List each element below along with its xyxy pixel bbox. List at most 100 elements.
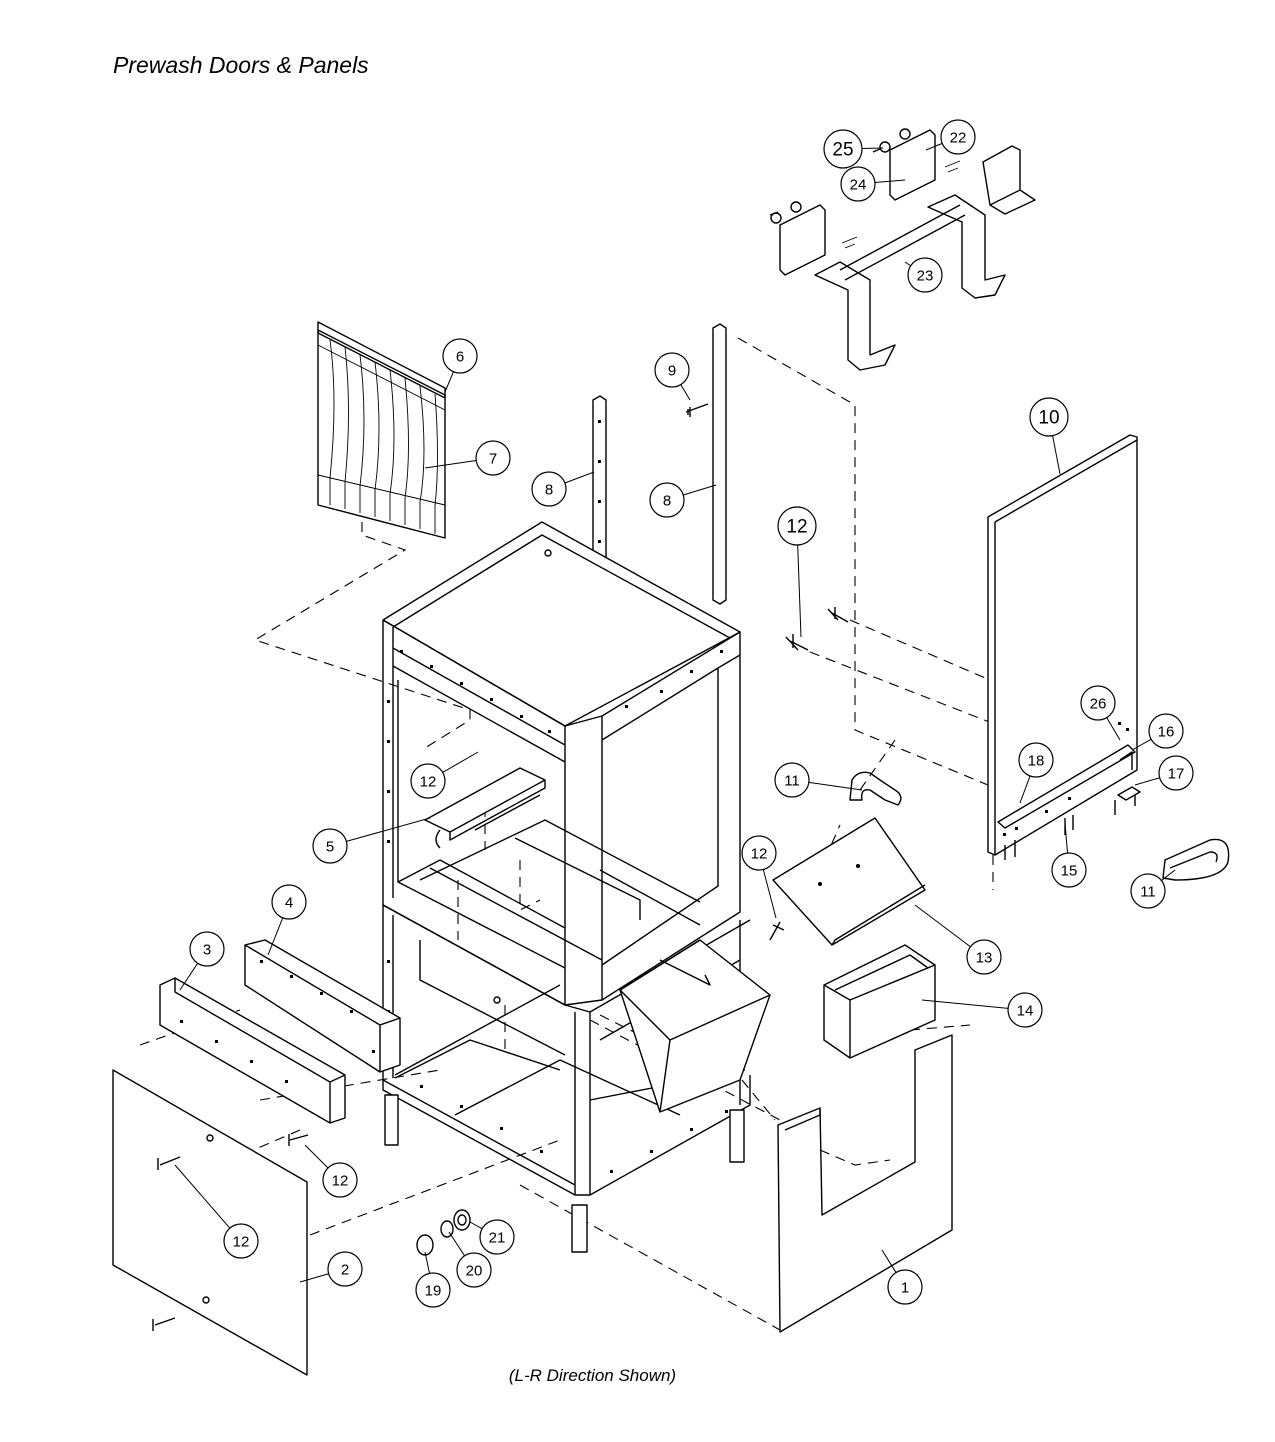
callout-4: 4 [267, 884, 307, 956]
plate-part-13 [772, 817, 926, 946]
callout-19: 19 [415, 1251, 451, 1308]
callout-number: 6 [456, 349, 464, 366]
panel-part-4 [244, 939, 401, 1073]
callout-circle [741, 835, 777, 871]
callout-number: 10 [1038, 408, 1059, 429]
callout-leader [448, 1231, 466, 1257]
callout-7: 7 [424, 440, 511, 476]
callout-20: 20 [448, 1231, 492, 1288]
callout-circle [1018, 742, 1054, 778]
bracket-assembly-22-25 [769, 128, 1036, 371]
callout-number: 12 [420, 774, 437, 791]
callout-circle [777, 506, 817, 546]
callout-leader [881, 1249, 897, 1273]
callout-number: 2 [341, 1262, 349, 1279]
callout-number: 12 [233, 1234, 250, 1251]
callout-16: 16 [1131, 713, 1184, 751]
callout-leader [1064, 822, 1069, 854]
callout-leader [346, 817, 431, 842]
callout-11: 11 [1130, 869, 1176, 909]
callout-2: 2 [299, 1251, 363, 1287]
callout-number: 12 [786, 517, 807, 538]
callout-number: 9 [668, 363, 676, 380]
callout-circle [887, 1269, 923, 1305]
callout-circle [271, 884, 307, 920]
callout-leader [442, 751, 479, 773]
callout-leader [444, 371, 454, 393]
callout-leader [1019, 775, 1031, 804]
handle-part-11-upper [849, 771, 902, 806]
callout-number: 1 [901, 1280, 909, 1297]
callout-number: 5 [326, 839, 334, 856]
callout-circle [531, 471, 567, 507]
callout-leader [874, 179, 906, 184]
callout-leader [904, 261, 912, 267]
callout-12: 12 [410, 751, 479, 799]
callout-number: 26 [1090, 696, 1107, 713]
callout-number: 17 [1168, 766, 1185, 783]
callout-circle [1158, 755, 1194, 791]
callout-number: 8 [663, 493, 671, 510]
bracket-part-17 [1117, 786, 1141, 801]
callout-circle [415, 1272, 451, 1308]
callout-25: 25 [823, 129, 884, 169]
callout-12: 12 [741, 835, 777, 919]
callout-leader [808, 781, 863, 791]
callout-circle [475, 440, 511, 476]
callout-leader [564, 471, 595, 484]
callout-8: 8 [531, 471, 595, 507]
screws-part-12-upper [785, 607, 849, 651]
callout-leader [1161, 869, 1176, 881]
callout-12: 12 [777, 506, 817, 638]
bracket-part-5 [424, 767, 546, 849]
callout-circle [312, 828, 348, 864]
callout-circle [322, 1162, 358, 1198]
callout-15: 15 [1051, 822, 1087, 888]
callout-circle [774, 762, 810, 798]
callout-circle [1051, 852, 1087, 888]
handle-part-11-lower [1162, 838, 1230, 881]
callout-number: 18 [1028, 753, 1045, 770]
callout-number: 19 [425, 1283, 442, 1300]
screw-part-9 [685, 403, 709, 417]
callout-circle [940, 119, 976, 155]
callout-number: 7 [489, 451, 497, 468]
callout-leader [1052, 435, 1061, 475]
door-part-10 [987, 434, 1138, 860]
callout-number: 21 [489, 1230, 506, 1247]
callout-leader [797, 544, 802, 638]
box-part-14 [823, 944, 936, 1059]
callout-number: 12 [751, 846, 768, 863]
callout-22: 22 [925, 119, 976, 155]
callout-14: 14 [921, 992, 1043, 1028]
callout-circle [907, 257, 943, 293]
callout-leader [914, 904, 971, 948]
callout-circle [223, 1223, 259, 1259]
callout-circle [479, 1219, 515, 1255]
callout-number: 25 [832, 140, 853, 161]
callout-circle [966, 939, 1002, 975]
callout-number: 20 [466, 1263, 483, 1280]
page-title: Prewash Doors & Panels [113, 52, 369, 78]
callout-number: 11 [784, 773, 800, 790]
callout-number: 8 [545, 482, 553, 499]
callout-leader [1131, 738, 1152, 751]
callout-number: 12 [332, 1173, 349, 1190]
callout-number: 23 [917, 268, 934, 285]
callout-leader [469, 1221, 483, 1230]
callout-layer: 1234567889101111121212121213141516171819… [174, 119, 1194, 1308]
callout-circle [840, 166, 876, 202]
callout-leader [304, 1144, 329, 1169]
callout-3: 3 [179, 931, 225, 991]
callout-circle [1080, 685, 1116, 721]
fittings-19-20-21 [416, 1209, 471, 1256]
direction-caption: (L-R Direction Shown) [508, 1366, 677, 1385]
callout-10: 10 [1029, 397, 1069, 475]
callout-8: 8 [649, 482, 717, 518]
callout-5: 5 [312, 817, 431, 864]
callout-leader [424, 459, 477, 469]
callout-leader [1134, 777, 1160, 786]
callout-number: 13 [976, 950, 993, 967]
callout-9: 9 [654, 352, 691, 401]
curtain-part-7 [317, 321, 446, 539]
